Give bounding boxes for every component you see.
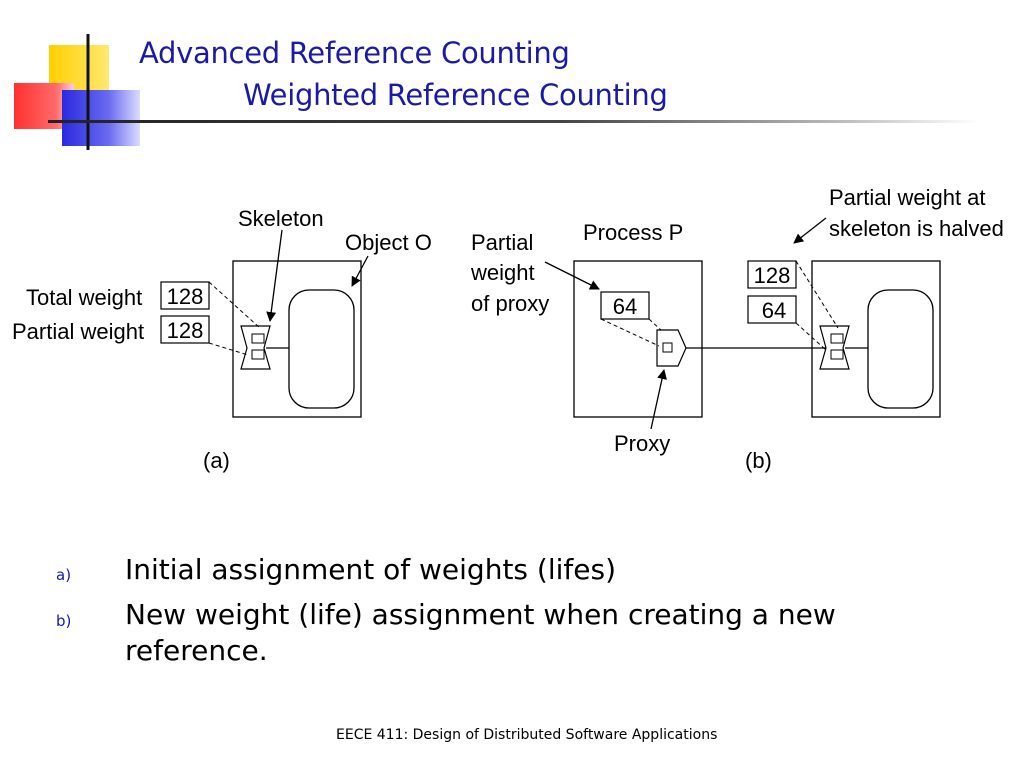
bullet-text-b: New weight (life) assignment when creati… bbox=[125, 598, 836, 667]
slide-title-line2: Weighted Reference Counting bbox=[243, 78, 668, 112]
partial-weight-box-b bbox=[747, 295, 797, 324]
object-o-box-b bbox=[867, 289, 934, 409]
bullet-marker-a: a) bbox=[56, 566, 72, 584]
slide-title-line1: Advanced Reference Counting bbox=[139, 36, 570, 70]
label-halved-line2: skeleton is halved bbox=[829, 216, 1004, 241]
label-skeleton: Skeleton bbox=[238, 206, 324, 231]
label-process-p: Process P bbox=[583, 220, 683, 245]
panel-b: 64 128 64 Process P Partial weight of pr… bbox=[470, 185, 1004, 473]
label-partial-weight: Partial weight bbox=[12, 319, 144, 344]
caption-b: (b) bbox=[745, 448, 772, 473]
proxy-arrow bbox=[650, 369, 667, 430]
total-weight-value-a: 128 bbox=[167, 284, 204, 309]
object-o-box bbox=[288, 289, 355, 409]
total-weight-value-b: 128 bbox=[754, 263, 791, 288]
panel-a: 128 128 Skeleton Object O Total weight P… bbox=[12, 206, 432, 473]
label-proxy: Proxy bbox=[614, 431, 670, 456]
slide-logo bbox=[14, 34, 140, 150]
bullet-text-a: Initial assignment of weights (lifes) bbox=[125, 553, 616, 586]
label-partial-weight-of-proxy-line2: weight bbox=[470, 260, 535, 285]
bullet-marker-b: b) bbox=[56, 612, 72, 630]
process-p-box bbox=[573, 260, 703, 418]
object-process-box-b bbox=[811, 260, 941, 418]
object-o-arrow bbox=[351, 255, 369, 287]
proxy-partial-weight-value: 64 bbox=[613, 294, 637, 319]
skeleton-arrow bbox=[266, 229, 283, 322]
label-partial-weight-of-proxy-line3: of proxy bbox=[471, 291, 549, 316]
skeleton-shape-a bbox=[240, 325, 271, 370]
proxy-partial-weight-box bbox=[600, 291, 650, 320]
halved-arrow bbox=[793, 217, 827, 244]
label-halved-line1: Partial weight at bbox=[829, 185, 986, 210]
caption-a: (a) bbox=[203, 448, 230, 473]
partial-weight-value-a: 128 bbox=[167, 318, 204, 343]
label-object-o: Object O bbox=[345, 230, 432, 255]
title-divider bbox=[48, 120, 978, 123]
partial-weight-of-proxy-arrow bbox=[544, 261, 600, 290]
partial-weight-value-b: 64 bbox=[762, 298, 786, 323]
label-total-weight: Total weight bbox=[26, 285, 142, 310]
partial-weight-box-a bbox=[160, 315, 210, 344]
label-partial-weight-of-proxy-line1: Partial bbox=[471, 230, 533, 255]
total-weight-box-a bbox=[160, 281, 210, 310]
process-box-a bbox=[232, 260, 362, 418]
slide-footer: EECE 411: Design of Distributed Software… bbox=[336, 727, 718, 743]
total-weight-box-b bbox=[747, 260, 797, 289]
